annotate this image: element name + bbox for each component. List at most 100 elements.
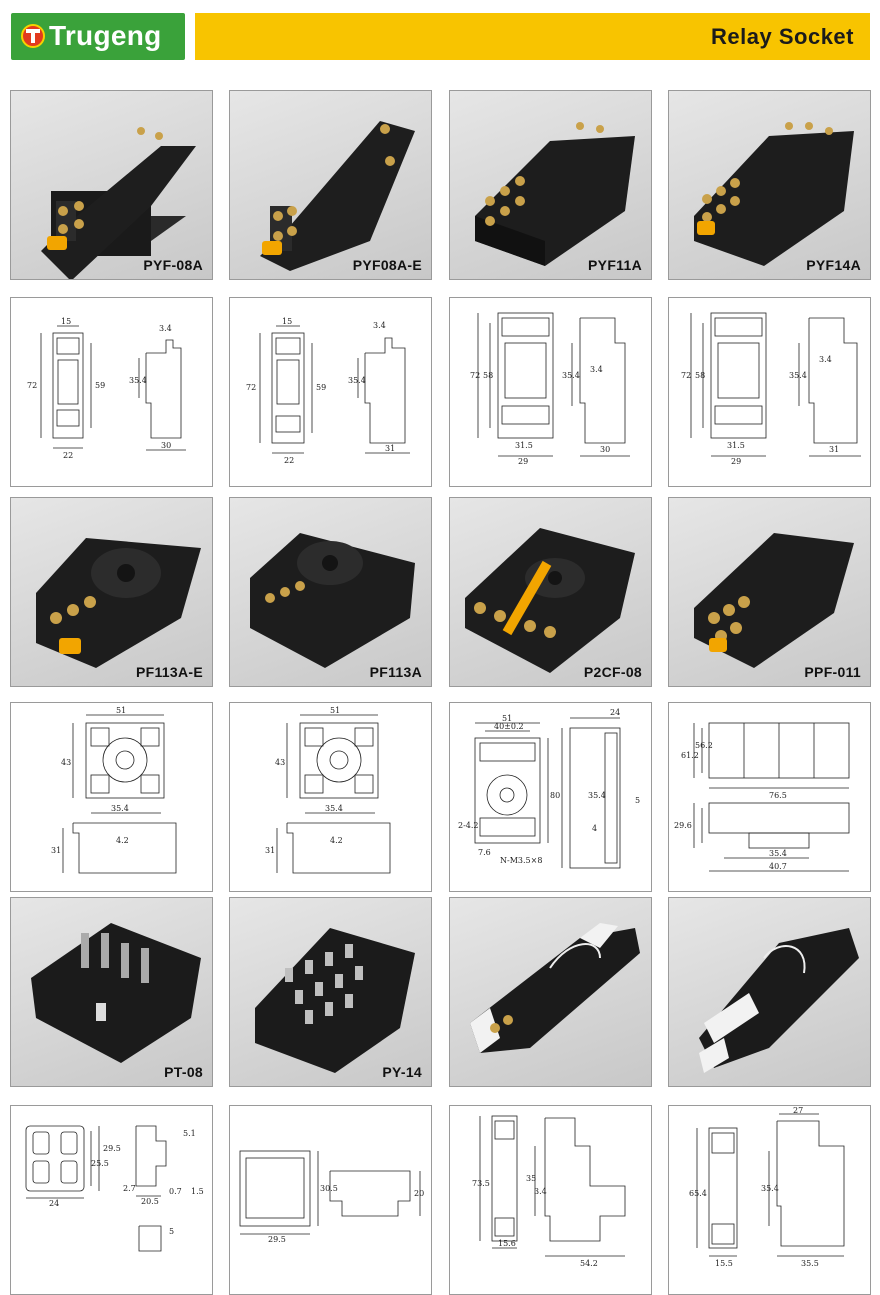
product-photo-slim1 <box>449 897 652 1087</box>
drawing-pyf08ae: 15 72 59 3.4 35.4 22 31 <box>229 297 432 487</box>
dim-e: 35.4 <box>769 849 787 858</box>
dim-side: 3.4 <box>373 321 386 330</box>
dim-base1: 31.5 <box>515 441 533 450</box>
dim-height: 72 <box>681 371 691 380</box>
page-header: Trugeng Relay Socket <box>0 0 880 70</box>
socket-round-8pin-icon <box>465 528 635 673</box>
slim-socket-icon <box>699 928 859 1073</box>
dim-c: 4 <box>592 824 597 833</box>
product-photo-pyf08a: PYF-08A <box>10 90 213 280</box>
product-photo-pf113a: PF113A <box>229 497 432 687</box>
product-model: PY-14 <box>382 1064 422 1080</box>
dim-depth: 31 <box>385 444 395 453</box>
socket-11pin-icon <box>475 122 635 266</box>
dim-depth: 30 <box>600 445 610 454</box>
dim-m: 35.4 <box>761 1184 779 1193</box>
dim-b: 56.2 <box>695 741 713 750</box>
dim-f: 40.7 <box>769 862 787 871</box>
dimension-drawing-icon: 24 29.5 25.5 20.5 5.1 2.7 0.7 1.5 5 <box>25 1125 204 1252</box>
dim-w3: 5 <box>169 1227 174 1236</box>
dim-t: 27 <box>793 1106 803 1115</box>
product-model: PPF-011 <box>804 664 861 680</box>
dim-f: 7.6 <box>478 848 491 857</box>
dim-h: 80 <box>550 791 560 800</box>
brand-logo: Trugeng <box>11 13 185 60</box>
product-photo-pyf08ae: PYF08A-E <box>229 90 432 280</box>
socket-round-11pin-icon <box>36 538 201 668</box>
dim-s: 3.4 <box>534 1187 547 1196</box>
socket-8pin-icon <box>260 121 415 271</box>
dim-base2: 29 <box>731 457 741 466</box>
dim-d: 54.2 <box>580 1259 598 1268</box>
dim-mount: 35.4 <box>111 804 129 813</box>
dim-width2: 40±0.2 <box>494 722 524 731</box>
dimension-drawing-icon: 15 72 59 3.4 35.4 22 30 <box>27 317 186 460</box>
dimension-drawing-icon: 72 58 3.4 35.4 31.5 29 30 <box>470 312 630 466</box>
socket-8pin-icon <box>41 127 196 279</box>
dimension-drawing-icon: 51 43 35.4 31 4.2 <box>265 706 391 874</box>
dimension-drawing-icon: 51 43 35.4 31 4.2 <box>51 706 177 874</box>
dim-mount: 35.4 <box>789 371 807 380</box>
dim-mount: 35.4 <box>325 804 343 813</box>
dim-d: 35.5 <box>801 1259 819 1268</box>
dim-base: 22 <box>63 451 73 460</box>
dim-depth: 31 <box>51 846 61 855</box>
product-photo-pyf11a: PYF11A <box>449 90 652 280</box>
socket-14pin-icon <box>694 122 854 266</box>
brand-name: Trugeng <box>49 20 162 51</box>
product-photo-ppf011: PPF-011 <box>668 497 871 687</box>
drawing-slim1: 73.5 15.6 35 3.4 54.2 <box>449 1105 652 1295</box>
dim-height: 72 <box>470 371 480 380</box>
product-photo-pf113ae: PF113A-E <box>10 497 213 687</box>
dim-side: 3.4 <box>819 355 832 364</box>
dim-s: 5.1 <box>183 1129 196 1138</box>
product-photo-slim2 <box>668 897 871 1087</box>
product-model: PYF14A <box>806 257 861 273</box>
product-photo-py14: PY-14 <box>229 897 432 1087</box>
dim-a: 35.4 <box>588 791 606 800</box>
dim-width: 15 <box>282 317 292 326</box>
dim-t: 2.7 <box>123 1184 136 1193</box>
dimension-drawing-icon: 51 40±0.2 24 80 N-M3.5×8 35.4 5 4 2-4.2 … <box>458 708 640 869</box>
socket-11pin-icon <box>694 533 854 668</box>
drawing-ppf011: 61.2 56.2 76.5 29.6 35.4 40.7 <box>668 702 871 892</box>
dim-mount: 35.4 <box>562 371 580 380</box>
dim-width: 51 <box>330 706 340 715</box>
dim-width: 51 <box>502 714 512 723</box>
drawing-pf113ae: 51 43 35.4 31 4.2 <box>10 702 213 892</box>
dim-base1: 31.5 <box>727 441 745 450</box>
dimension-drawing-icon: 15 72 59 3.4 35.4 22 31 <box>246 317 410 465</box>
product-model: P2CF-08 <box>583 664 642 680</box>
product-model: PYF-08A <box>143 257 203 273</box>
dim-inner: 58 <box>695 371 705 380</box>
product-model: PYF08A-E <box>352 257 422 273</box>
dim-side: 4.2 <box>116 836 129 845</box>
dim-h2: 25.5 <box>91 1159 109 1168</box>
dim-mount: 35.4 <box>348 376 366 385</box>
dim-depth: 30 <box>161 441 171 450</box>
dim-base2: 29 <box>518 457 528 466</box>
dim-inner: 59 <box>316 383 326 392</box>
dim-width: 51 <box>116 706 126 715</box>
drawing-py14: 29.5 30.5 20 <box>229 1105 432 1295</box>
drawing-pyf08a: 15 72 59 3.4 35.4 22 30 <box>10 297 213 487</box>
socket-pt-icon <box>31 923 201 1063</box>
dim-w: 24 <box>49 1199 59 1208</box>
dim-e: 2-4.2 <box>458 821 479 830</box>
dim-depth: 31 <box>265 846 275 855</box>
dim-hole: N-M3.5×8 <box>500 856 542 865</box>
dimension-drawing-icon: 73.5 15.6 35 3.4 54.2 <box>472 1115 626 1268</box>
dim-v: 1.5 <box>191 1187 204 1196</box>
dim-width: 15 <box>61 317 71 326</box>
product-photo-p2cf08: P2CF-08 <box>449 497 652 687</box>
product-model: PF113A-E <box>136 664 203 680</box>
product-photo-pt08: PT-08 <box>10 897 213 1087</box>
dim-side: 3.4 <box>590 365 603 374</box>
dim-height: 43 <box>275 758 285 767</box>
dim-side: 4.2 <box>330 836 343 845</box>
dim-w: 15.6 <box>498 1239 516 1248</box>
dim-mount: 35.4 <box>129 376 147 385</box>
dim-m: 35 <box>526 1174 536 1183</box>
dim-inner: 59 <box>95 381 105 390</box>
dim-depth: 31 <box>829 445 839 454</box>
